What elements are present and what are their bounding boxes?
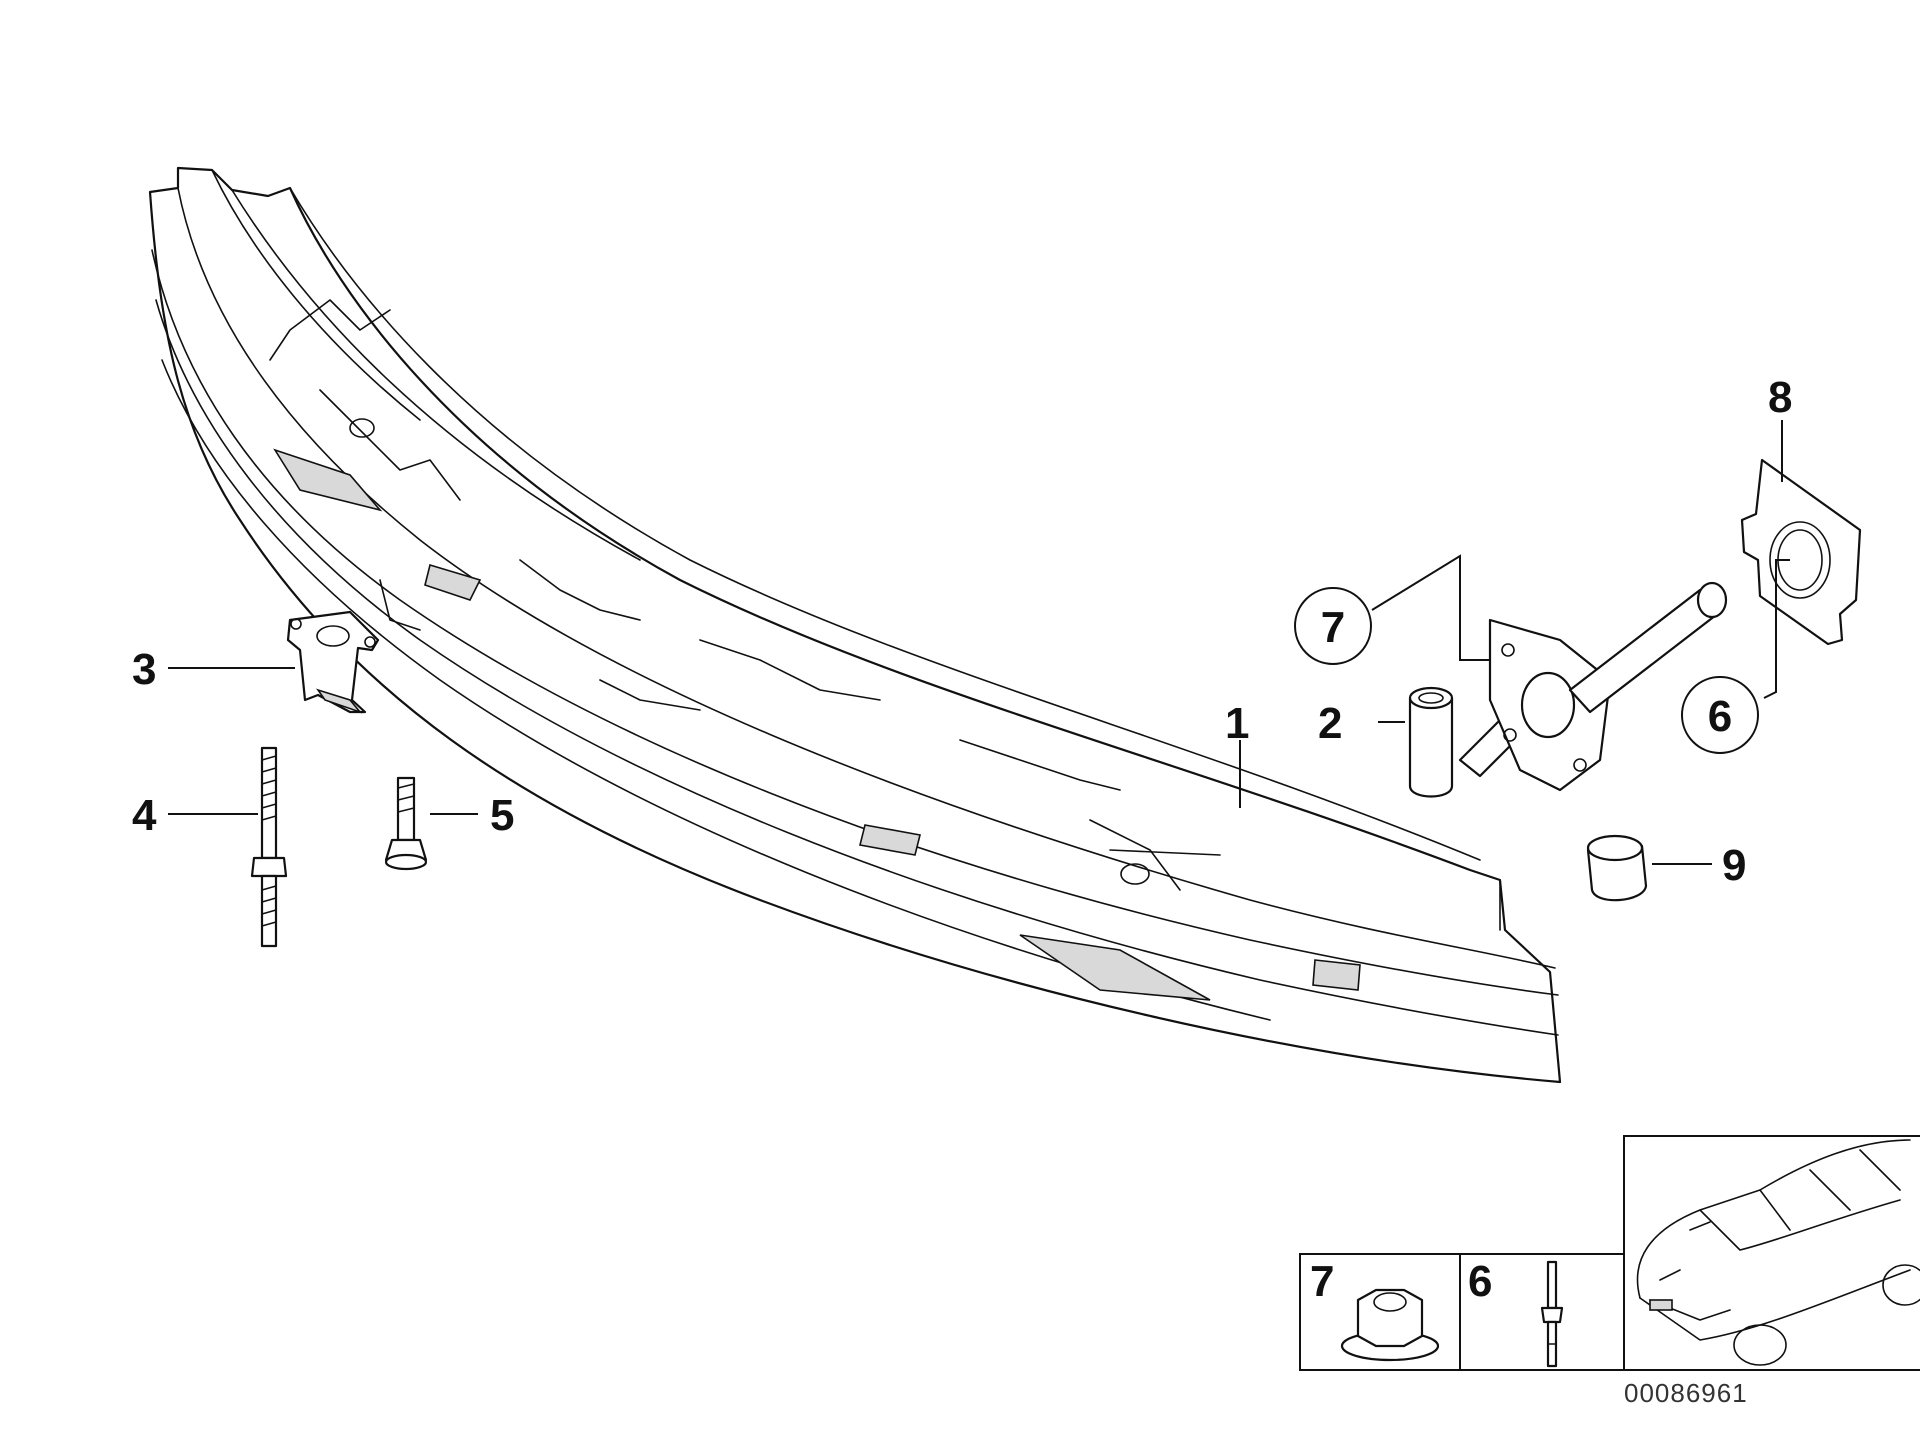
callout-4: 4: [132, 791, 157, 840]
callout-6-circle: [1681, 676, 1759, 754]
vehicle-locator-inset: [1623, 1135, 1920, 1371]
double-stud: [250, 746, 288, 948]
stud-icon: [1540, 1260, 1564, 1368]
callout-labels: 1 2 3 4 5 6 7 8 9: [132, 373, 1792, 890]
mounting-bracket: [286, 610, 380, 714]
inset-small-parts: 7 6: [1299, 1253, 1625, 1371]
flange-nut-icon: [1340, 1288, 1440, 1362]
leader-lines: [168, 420, 1790, 865]
car-outline-icon: [1636, 1139, 1920, 1366]
callout-5: 5: [490, 791, 514, 840]
deformation-element: [1458, 581, 1728, 792]
callout-6: 6: [1708, 692, 1732, 741]
callout-2: 2: [1318, 699, 1342, 748]
callout-1: 1: [1225, 699, 1249, 748]
inset-label-stud: 6: [1468, 1257, 1492, 1306]
bumper-carrier: [148, 166, 1562, 1084]
callout-7-circle: [1294, 587, 1372, 665]
spacer-sleeve: [1408, 686, 1454, 798]
inset-label-nut: 7: [1310, 1257, 1334, 1306]
bushing: [1586, 834, 1648, 902]
mounting-plate: [1740, 458, 1862, 646]
callout-3: 3: [132, 645, 156, 694]
bolt: [384, 776, 428, 871]
reference-number: 00086961: [1624, 1378, 1748, 1408]
callout-9: 9: [1722, 841, 1746, 890]
callout-7: 7: [1321, 603, 1345, 652]
callout-8: 8: [1768, 373, 1792, 422]
